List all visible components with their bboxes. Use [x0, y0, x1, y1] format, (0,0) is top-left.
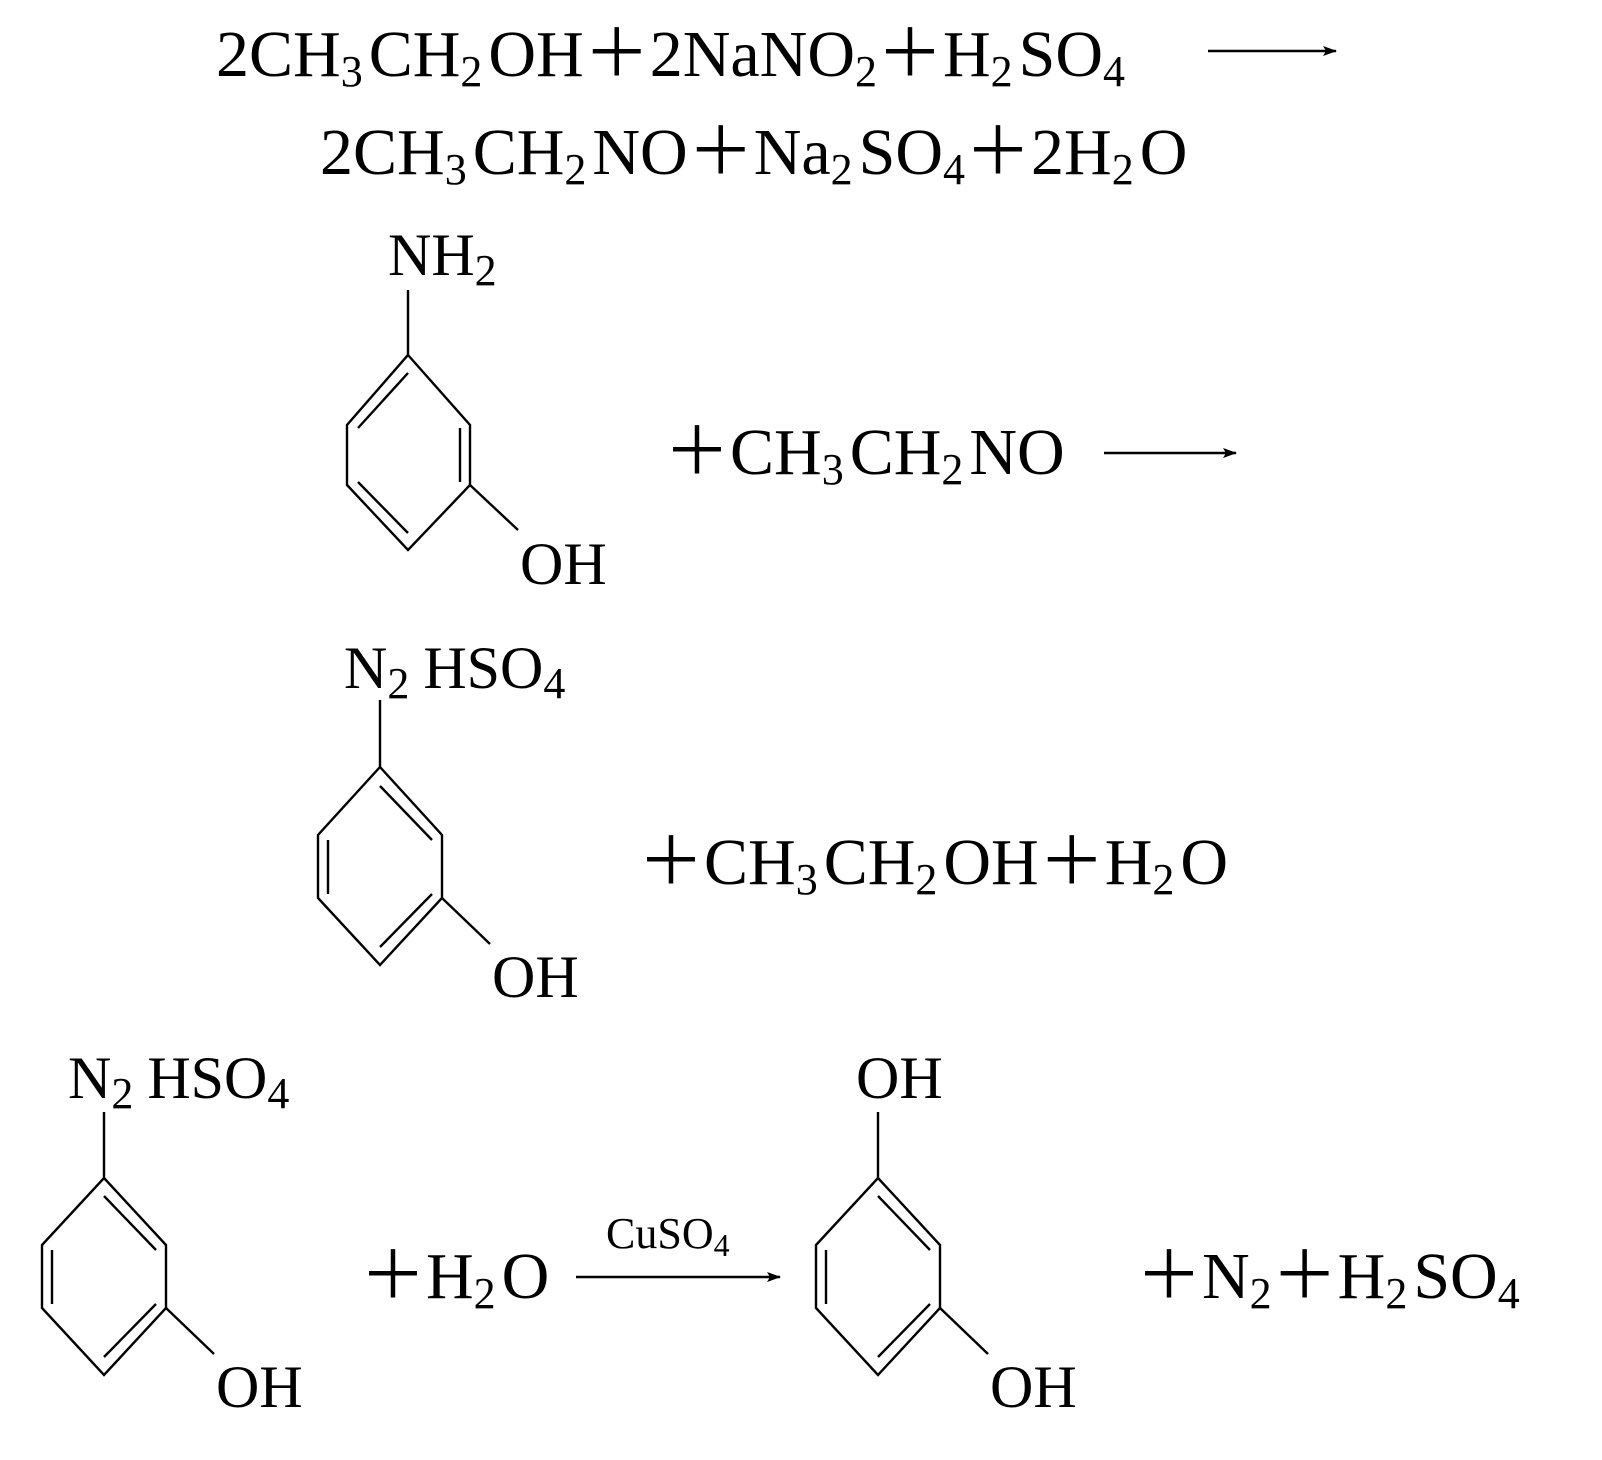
svg-text:2CH3CH2OH＋2NaNO2＋H2SO4: 2CH3CH2OH＋2NaNO2＋H2SO4 [216, 18, 1125, 96]
reactant-sodium-nitrite: OH＋2NaNO [488, 18, 855, 91]
benzene-ring-diazonium-2 [40, 1112, 215, 1377]
reaction4-water: ＋H2O [360, 1240, 549, 1318]
product-hydroxyl-bottom-label: OH [990, 1354, 1077, 1420]
reactant-ethanol-ch: 2CH [216, 18, 341, 91]
reactant-sulfuric-acid: ＋H [877, 18, 991, 91]
hydroxyl-group-label: OH [520, 531, 607, 597]
reaction1-reactants: 2CH3CH2OH＋2NaNO2＋H2SO4 [216, 18, 1337, 96]
product-water: ＋2H [965, 116, 1112, 189]
amino-group-label: NH2 [388, 222, 497, 295]
reaction2: NH2 OH ＋CH3CH2NO [345, 222, 1237, 597]
hydroxyl-group-label: OH [216, 1354, 303, 1420]
catalyst-label: CuSO4 [606, 1209, 730, 1263]
benzene-ring-aminophenol [345, 290, 519, 552]
hydroxyl-group-label: OH [492, 944, 579, 1010]
reaction4-byproducts: ＋N2＋H2SO4 [1136, 1240, 1520, 1318]
reaction2-reagent: ＋CH3CH2NO [664, 416, 1065, 494]
product-ethyl-nitrite-ch: 2CH [320, 116, 445, 189]
benzene-ring-diazonium [316, 700, 491, 967]
reaction3-byproducts: ＋CH3CH2OH＋H2O [638, 826, 1228, 904]
product-hydroxyl-top-label: OH [856, 1045, 943, 1111]
product-sodium-sulfate: NO＋Na [592, 116, 830, 189]
reaction1-products: 2CH3CH2NO＋Na2SO4＋2H2O [320, 116, 1187, 194]
benzene-ring-resorcinol [814, 1112, 989, 1377]
svg-text:2CH3CH2NO＋Na2SO4＋2H2O: 2CH3CH2NO＋Na2SO4＋2H2O [320, 116, 1187, 194]
